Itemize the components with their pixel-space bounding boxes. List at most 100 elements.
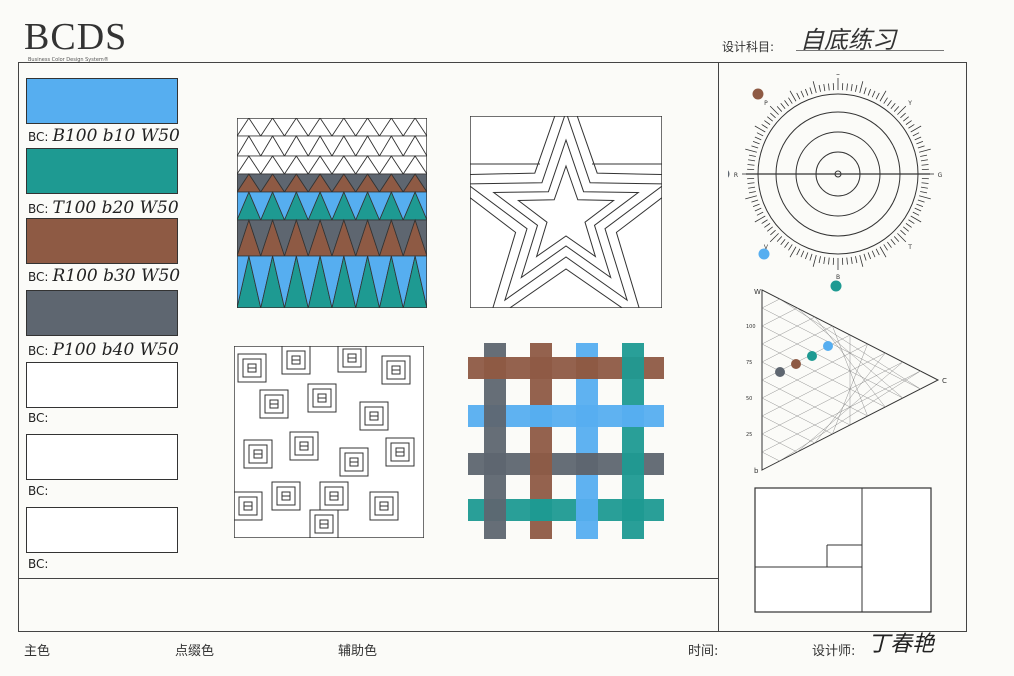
wheel-tick	[850, 84, 853, 92]
wheel-tick	[919, 148, 931, 153]
designer-label: 设计师:	[812, 644, 856, 659]
maze-square	[276, 486, 296, 506]
wheel-tick	[776, 106, 783, 112]
wheel-tick	[828, 257, 830, 265]
wheel-tick	[818, 256, 821, 264]
triangle-corner-label: C	[942, 377, 947, 385]
weave-crossing	[484, 453, 506, 475]
triangle-corner-label: W	[754, 288, 761, 296]
weave-horizontal-band	[468, 499, 664, 521]
swatch-1-label: BC:B100 b10 W50	[28, 126, 180, 146]
wheel-tick	[879, 90, 887, 102]
weave-horizontal-band	[468, 357, 664, 379]
subject-label: 设计科目:	[722, 40, 775, 54]
wheel-color-dot	[758, 248, 770, 260]
wheel-tick	[780, 239, 786, 245]
weave-horizontal-band	[468, 453, 664, 475]
swatch-3-label: BC:R100 b30 W50	[28, 266, 181, 286]
wheel-tick	[916, 141, 924, 145]
triangle-grid-line	[761, 370, 921, 453]
wheel-tick	[747, 164, 755, 166]
wheel-tick	[767, 226, 773, 232]
weave-vertical-band	[530, 343, 552, 539]
maze-square	[309, 509, 339, 538]
wheel-tick	[905, 120, 912, 125]
triangle-grid-line	[761, 361, 903, 435]
maze-square	[281, 346, 311, 375]
wheel-tick	[890, 239, 896, 245]
wheel-tick	[890, 103, 896, 109]
triangle-grid-line	[761, 316, 815, 345]
wheel-tick	[805, 252, 809, 260]
triangle-grid-line	[761, 325, 833, 363]
aux-color-label: 辅助色	[338, 644, 378, 659]
triangle-grid-line	[761, 379, 851, 426]
triangle-tick-label: 25	[746, 432, 752, 438]
time-label: 时间:	[688, 644, 719, 659]
wheel-letter: P	[764, 100, 768, 107]
triangle-grid-line	[814, 352, 886, 444]
wheel-tick	[912, 132, 920, 137]
star-outline	[470, 116, 662, 308]
triangle-color-dot	[807, 351, 817, 361]
wheel-tick	[780, 103, 786, 109]
wheel-tick	[812, 255, 817, 267]
wheel-tick	[818, 84, 821, 92]
wheel-tick	[871, 90, 876, 98]
weave-crossing	[530, 405, 552, 427]
wheel-tick	[805, 88, 809, 96]
wheel-tick	[800, 250, 805, 258]
pattern-triangle	[237, 191, 250, 221]
wheel-tick	[752, 203, 760, 207]
wheel-tick	[812, 81, 817, 93]
weave-crossing	[576, 453, 598, 475]
wheel-tick	[789, 246, 797, 258]
wheel-tick	[754, 136, 762, 141]
designer-signature: 丁春艳	[868, 632, 935, 657]
swatch-2	[26, 148, 178, 194]
wheel-tick	[745, 148, 757, 153]
weave-vertical-band	[484, 343, 506, 539]
swatch-6-label: BC:	[28, 484, 49, 498]
subject-value: 自底练习	[800, 26, 896, 54]
proportion-diagram	[754, 487, 932, 613]
wheel-color-dot	[728, 170, 730, 178]
maze-square	[264, 394, 284, 414]
pattern-triangle	[414, 191, 427, 222]
wheel-tick	[903, 116, 909, 122]
weave-horizontal-band	[468, 405, 664, 427]
weave-crossing	[576, 357, 598, 379]
swatch-3	[26, 218, 178, 264]
wheel-tick	[867, 252, 871, 260]
wheel-tick	[883, 244, 888, 251]
wheel-letter: Y	[907, 100, 912, 107]
wheel-tick	[871, 250, 876, 258]
wheel-tick	[875, 248, 880, 256]
pattern-triangle	[414, 255, 427, 308]
maze-square	[390, 442, 410, 462]
maze-square	[337, 346, 367, 373]
wheel-tick	[754, 207, 762, 212]
main-color-label: 主色	[24, 644, 51, 659]
weave-vertical-band	[622, 343, 644, 539]
maze-square	[237, 353, 267, 383]
pattern-triangle	[237, 135, 250, 157]
wheel-tick	[764, 223, 771, 228]
maze-square	[359, 401, 389, 431]
triangle-color-dot	[791, 359, 801, 369]
wheel-tick	[897, 233, 907, 243]
wheel-tick	[788, 97, 793, 104]
wheel-tick	[754, 215, 766, 223]
swatch-7-label: BC:	[28, 557, 49, 571]
weave-crossing	[530, 499, 552, 521]
notes-divider	[18, 578, 719, 579]
wheel-tick	[920, 154, 928, 157]
wheel-color-dot	[830, 280, 842, 292]
maze-square	[314, 514, 334, 534]
triangle-corner-label: b	[754, 467, 759, 474]
swatch-2-code: T100 b20 W50	[52, 198, 179, 218]
wheel-tick	[916, 203, 924, 207]
wheel-tick	[776, 236, 783, 242]
star-pattern-panel	[470, 116, 662, 308]
wheel-tick	[748, 191, 756, 194]
